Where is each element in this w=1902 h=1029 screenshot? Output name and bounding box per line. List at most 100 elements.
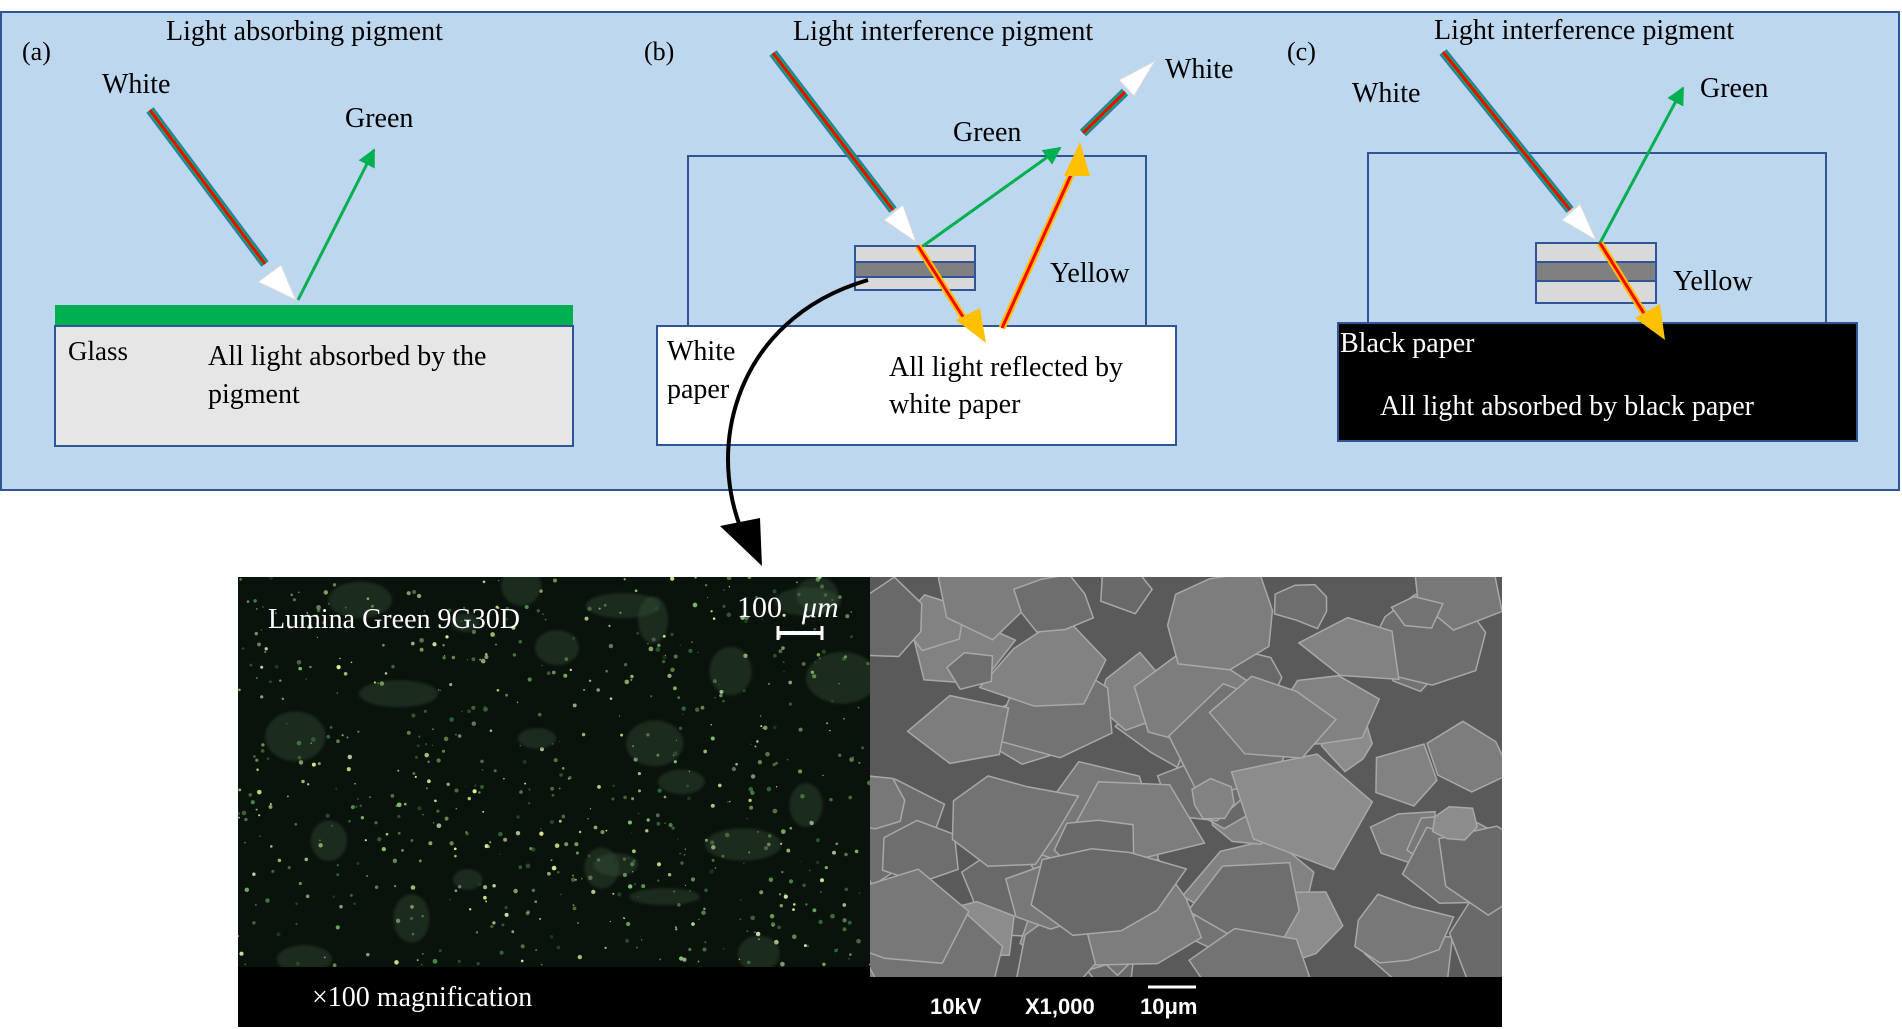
pigment-speck xyxy=(757,760,763,765)
pigment-speck xyxy=(673,760,677,764)
pigment-speck xyxy=(489,841,492,844)
pigment-speck xyxy=(384,672,388,675)
pigment-speck xyxy=(484,654,489,660)
panel-c-yellow-ray xyxy=(1597,241,1665,340)
pigment-speck xyxy=(419,637,424,643)
pigment-speck xyxy=(670,667,675,672)
pigment-speck xyxy=(778,649,783,654)
pigment-speck xyxy=(479,658,481,661)
pigment-speck xyxy=(772,763,776,767)
pigment-speck xyxy=(424,742,428,746)
pigment-speck xyxy=(266,757,270,761)
pigment-speck xyxy=(600,830,605,835)
pigment-speck xyxy=(397,814,401,819)
pigment-speck xyxy=(688,947,692,952)
pigment-speck xyxy=(480,784,484,789)
panel-c-pigment-flake xyxy=(1535,242,1657,304)
pigment-speck xyxy=(341,734,344,737)
pigment-speck xyxy=(485,653,488,656)
pigment-speck xyxy=(623,917,626,920)
pigment-speck xyxy=(816,653,821,657)
pigment-speck xyxy=(581,877,583,880)
panel-a-green-label: Green xyxy=(345,103,413,134)
pigment-speck xyxy=(483,705,486,708)
pigment-speck xyxy=(754,931,756,933)
pigment-speck xyxy=(476,961,480,966)
panel-b-white-label: White xyxy=(1165,54,1233,85)
pigment-speck xyxy=(524,604,529,610)
pigment-flake xyxy=(1414,577,1502,631)
pigment-speck xyxy=(264,647,268,651)
panel-b-pigment-flake xyxy=(854,245,976,291)
optical-caption-bar xyxy=(238,967,870,1027)
pigment-speck xyxy=(255,808,258,811)
pigment-speck xyxy=(339,657,341,660)
pigment-speck xyxy=(264,650,267,654)
pigment-speck xyxy=(437,689,440,691)
panel-a-label: (a) xyxy=(22,37,51,66)
panel-c-absorb-text: All light absorbed by black paper xyxy=(1380,391,1755,422)
pigment-speck xyxy=(775,761,778,765)
pigment-speck xyxy=(748,798,752,803)
pigment-speck xyxy=(822,774,824,777)
white-paper-label-2: paper xyxy=(667,374,730,405)
pigment-speck xyxy=(634,589,638,593)
pigment-speck xyxy=(818,919,823,925)
pigment-speck xyxy=(411,713,416,718)
pigment-speck xyxy=(294,822,298,826)
pigment-speck xyxy=(690,877,696,882)
pigment-flake xyxy=(951,775,1080,867)
pigment-speck xyxy=(844,887,849,892)
panel-c: (c) Light interference pigment White Gre… xyxy=(1287,15,1858,442)
pigment-speck xyxy=(587,817,589,820)
pigment-speck xyxy=(671,826,675,830)
pigment-speck xyxy=(418,735,421,738)
pigment-speck xyxy=(268,680,272,684)
pigment-speck xyxy=(673,654,678,659)
pigment-speck xyxy=(584,616,589,621)
pigment-speck xyxy=(307,783,310,786)
pigment-speck xyxy=(418,859,422,863)
pigment-speck xyxy=(558,740,561,743)
pigment-speck xyxy=(597,785,601,789)
pigment-speck xyxy=(662,654,667,660)
pigment-speck xyxy=(336,864,339,867)
haze-patch xyxy=(629,888,700,906)
pigment-speck xyxy=(385,832,389,836)
panel-b-title: Light interference pigment xyxy=(793,16,1093,47)
pigment-speck xyxy=(423,610,426,612)
pigment-speck xyxy=(436,809,440,813)
pigment-speck xyxy=(499,950,504,955)
pigment-speck xyxy=(296,660,302,665)
pigment-speck xyxy=(445,635,449,639)
pigment-speck xyxy=(816,838,820,843)
pigment-speck xyxy=(703,907,706,911)
pigment-speck xyxy=(605,669,608,673)
pigment-speck xyxy=(574,842,579,847)
pigment-speck xyxy=(799,861,801,863)
pigment-speck xyxy=(410,885,416,890)
panel-b-green-ray xyxy=(922,146,1062,248)
haze-patch xyxy=(310,820,348,861)
pigment-speck xyxy=(364,839,367,842)
haze-patch xyxy=(704,828,782,861)
pigment-speck xyxy=(377,837,382,842)
pigment-speck xyxy=(439,689,442,691)
pigment-speck xyxy=(572,906,577,911)
pigment-speck xyxy=(703,749,708,754)
pigment-speck xyxy=(274,664,279,669)
pigment-speck xyxy=(677,696,681,699)
pigment-speck xyxy=(503,837,508,842)
pigment-speck xyxy=(684,884,687,887)
pigment-speck xyxy=(755,596,758,599)
panel-c-title: Light interference pigment xyxy=(1434,15,1734,46)
pigment-speck xyxy=(796,581,798,584)
pigment-speck xyxy=(768,877,774,883)
pigment-speck xyxy=(483,895,487,900)
pigment-flake xyxy=(945,651,994,691)
pigment-speck xyxy=(801,621,805,625)
pigment-speck xyxy=(820,878,824,883)
pigment-speck xyxy=(394,885,397,888)
pigment-speck xyxy=(726,577,732,581)
pigment-speck xyxy=(482,580,486,584)
